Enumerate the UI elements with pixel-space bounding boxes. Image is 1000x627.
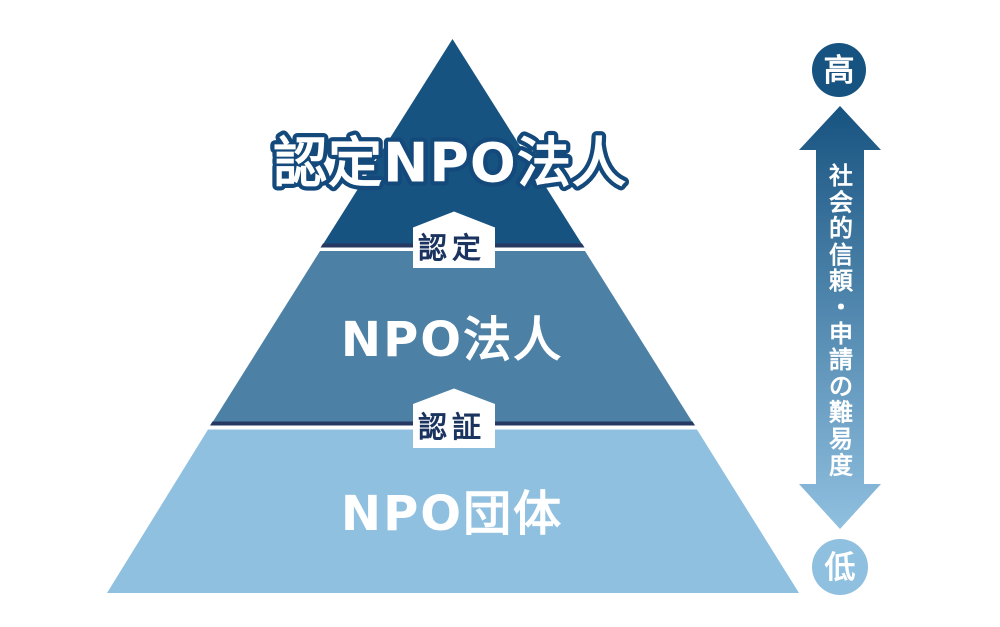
accreditation-badge xyxy=(413,388,495,448)
tier-1-title: 認定NPO法人 xyxy=(273,132,627,195)
gauge-high-label: 高 xyxy=(824,53,855,89)
certification-badge-label: 認定 xyxy=(418,231,486,265)
tier-npo-corporation xyxy=(213,251,692,422)
gauge-low-circle xyxy=(812,539,868,595)
certification-badge xyxy=(413,211,495,268)
gauge-high-circle xyxy=(812,43,866,97)
gauge-low-label: 低 xyxy=(824,550,856,586)
double-arrow-icon xyxy=(799,106,881,529)
gauge-axis-label: 社会的信頼・申請の難易度 xyxy=(829,162,854,479)
accreditation-badge-label: 認証 xyxy=(418,410,486,444)
tier-3-label: NPO団体 xyxy=(341,486,563,542)
tier-npo-group xyxy=(107,429,799,593)
tier-2-label: NPO法人 xyxy=(341,312,563,368)
tier-certified-npo-corporation xyxy=(323,39,582,244)
